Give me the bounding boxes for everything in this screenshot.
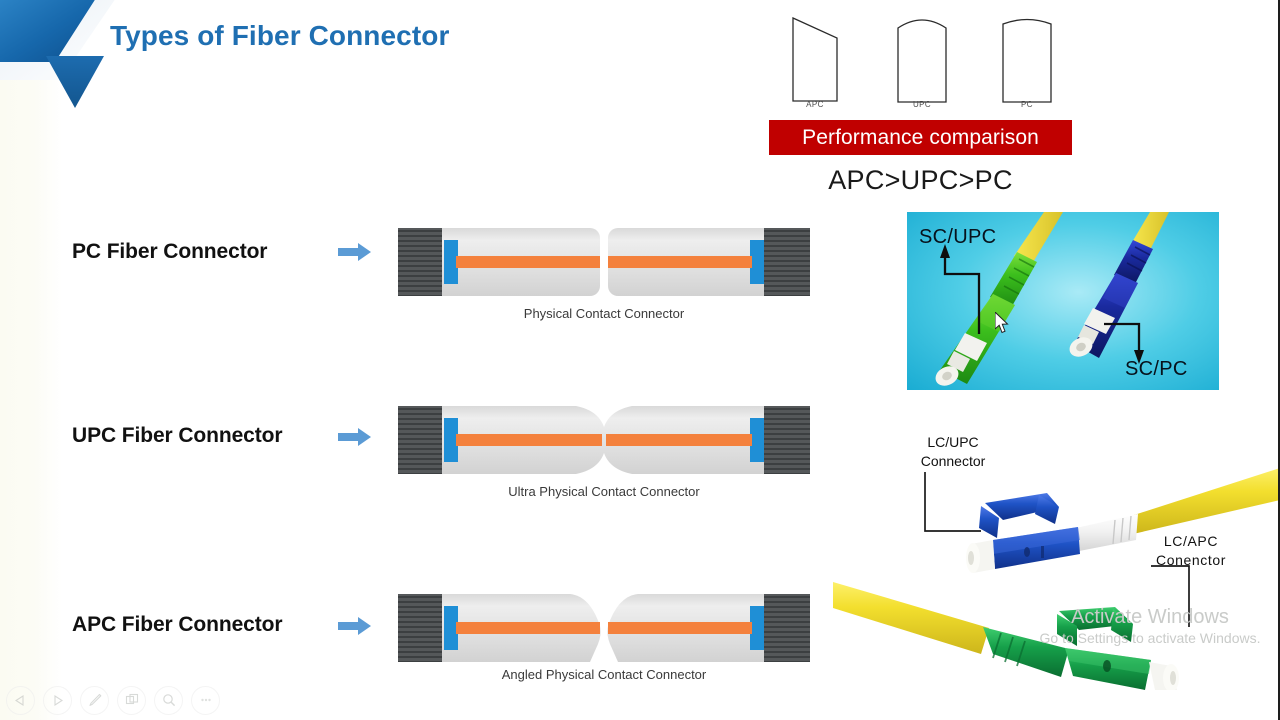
mouse-cursor [995,312,1009,334]
annotation-lc-apc-line2: Conenctor [1156,552,1226,568]
performance-banner: Performance comparison [769,120,1072,155]
caption-apc-connector: Angled Physical Contact Connector [501,667,707,682]
slideshow-toolbar[interactable] [6,685,220,715]
diagram-pc-connector [398,228,810,296]
left-accent-band [0,0,62,720]
ferrule-label-upc: UPC [912,100,932,109]
caption-upc-connector: Ultra Physical Contact Connector [508,484,700,499]
photo-sc-svg [907,212,1219,390]
annotation-sc-pc: SC/PC [1125,358,1188,380]
triangle-left-icon [15,694,24,706]
annotation-lc-upc-line2: Connector [920,453,986,469]
previous-slide-button[interactable] [6,685,35,715]
annotation-sc-upc: SC/UPC [919,226,997,248]
ferrule-pc-shape [1002,18,1052,103]
page-title: Types of Fiber Connector [110,20,450,51]
performance-banner-label: Performance comparison [802,125,1039,149]
arrow-right-icon-apc [338,617,371,635]
ferrule-upc-shape [897,19,947,103]
zoom-tool-button[interactable] [154,685,183,715]
slide-grid-button[interactable] [117,685,146,715]
ferrule-apc-shape [792,16,838,102]
more-options-button[interactable] [191,685,220,715]
photo-sc-connectors: SC/UPC SC/PC [907,212,1219,390]
arrow-right-icon-pc [338,243,371,261]
pen-icon [88,693,101,706]
ferrule-shape-group: APC UPC PC [770,6,1090,116]
slides-icon [125,693,138,705]
ferrule-label-pc: PC [1021,100,1033,109]
pen-tool-button[interactable] [80,685,109,715]
photo-lc-svg [833,428,1278,690]
ferrule-shapes-svg [792,16,1052,103]
annotation-lc-upc-line1: LC/UPC [927,434,979,450]
corner-decoration [0,0,115,108]
row-label-pc: PC Fiber Connector [72,240,268,263]
ellipsis-icon [200,698,211,702]
row-label-upc: UPC Fiber Connector [72,424,283,447]
annotation-lc-upc: LC/UPC Connector [893,433,1013,471]
diagram-upc-connector [398,406,810,474]
photo-lc-connectors: LC/UPC Connector LC/APC Conenctor [833,428,1278,690]
arrow-right-icon-upc [338,428,371,446]
row-label-apc: APC Fiber Connector [72,613,283,636]
ferrule-label-apc: APC [806,100,824,109]
diagram-apc-connector [398,594,810,662]
annotation-lc-apc: LC/APC Conenctor [1129,532,1253,570]
magnifier-icon [162,694,175,707]
performance-ranking: APC>UPC>PC [828,165,1013,195]
annotation-lc-apc-line1: LC/APC [1163,533,1219,549]
triangle-right-icon [54,694,63,706]
caption-pc-connector: Physical Contact Connector [523,306,685,321]
next-slide-button[interactable] [43,685,72,715]
